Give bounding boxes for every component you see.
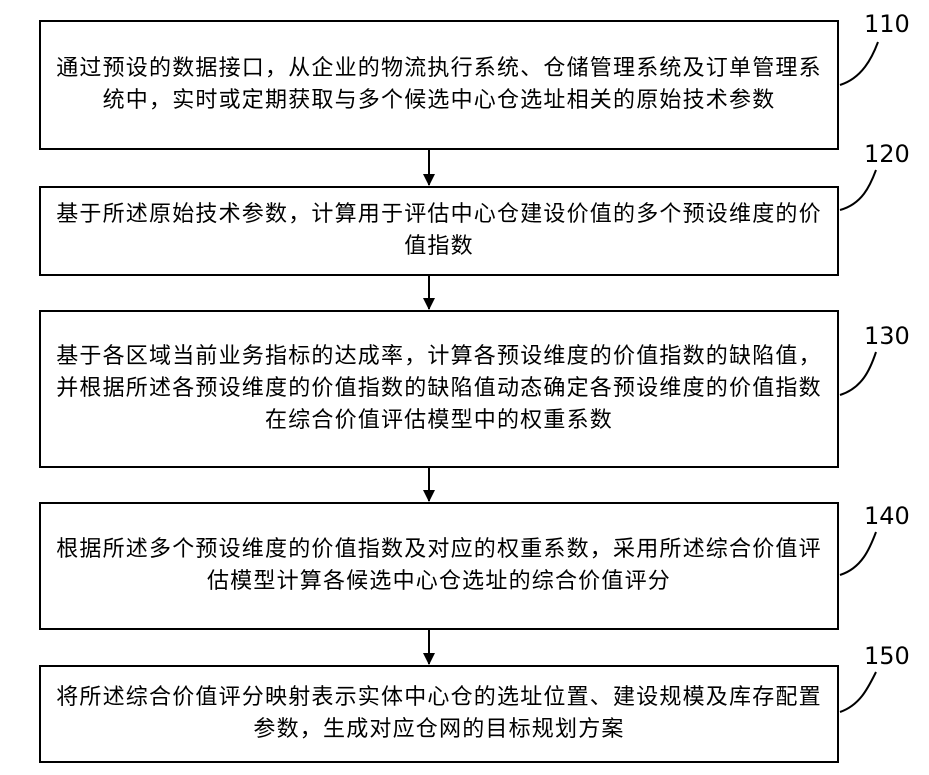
arrowhead-120-130 — [423, 298, 435, 310]
arrowhead-130-140 — [423, 490, 435, 502]
leader-110 — [840, 42, 878, 85]
leader-150 — [840, 672, 876, 712]
arrowhead-110-120 — [423, 174, 435, 186]
leader-120 — [840, 170, 876, 210]
step-label-130: 130 — [864, 322, 910, 350]
step-label-140: 140 — [864, 502, 910, 530]
leader-140 — [840, 532, 876, 575]
leader-130 — [840, 352, 876, 395]
step-label-150: 150 — [864, 642, 910, 670]
arrowhead-140-150 — [423, 653, 435, 665]
step-label-120: 120 — [864, 140, 910, 168]
step-label-110: 110 — [864, 10, 910, 38]
